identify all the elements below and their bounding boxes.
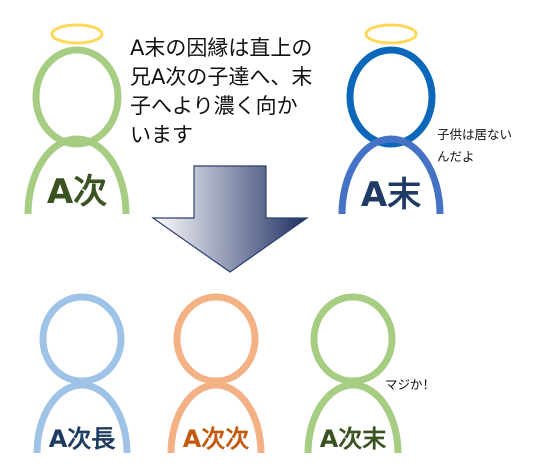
caption-line-4: います	[130, 123, 193, 147]
body-icon	[24, 135, 130, 215]
body-icon	[304, 381, 402, 454]
speech-line-1: 子供は居ない	[437, 127, 512, 142]
figure-a-ji-matsu: A次末	[304, 293, 402, 454]
head-icon	[39, 293, 125, 385]
figure-label: A末	[361, 175, 421, 215]
head-icon	[173, 293, 259, 385]
caption-line-3: 子へより濃く向か	[130, 94, 298, 118]
head-icon	[32, 46, 122, 148]
body-icon	[33, 381, 131, 454]
figure-label: A次	[47, 172, 107, 212]
figure-label: A次末	[320, 425, 388, 453]
head-icon	[310, 293, 396, 385]
halo-icon	[364, 23, 418, 45]
head-icon	[346, 46, 436, 148]
caption-line-1: A末の因縁は直上の	[130, 36, 312, 60]
figure-a-matsu: A末	[338, 23, 444, 215]
figure-label: A次長	[49, 425, 117, 453]
speech-a-ji-matsu: マジか！	[385, 377, 435, 392]
halo-icon	[50, 23, 104, 45]
speech-line-2: んだよ	[437, 149, 475, 164]
down-arrow-icon	[151, 165, 309, 273]
body-icon	[338, 135, 444, 215]
speech-a-matsu: 子供は居ない んだよ	[437, 127, 512, 164]
caption: A末の因縁は直上の 兄A次の子達へ、末 子へより濃く向か います	[130, 36, 312, 147]
figure-a-ji: A次	[24, 23, 130, 215]
figure-label: A次次	[183, 425, 250, 453]
figure-a-ji-cho: A次長	[33, 293, 131, 454]
figure-a-ji-ji: A次次	[167, 293, 265, 454]
caption-line-2: 兄A次の子達へ、末	[130, 65, 312, 89]
body-icon	[167, 381, 265, 454]
